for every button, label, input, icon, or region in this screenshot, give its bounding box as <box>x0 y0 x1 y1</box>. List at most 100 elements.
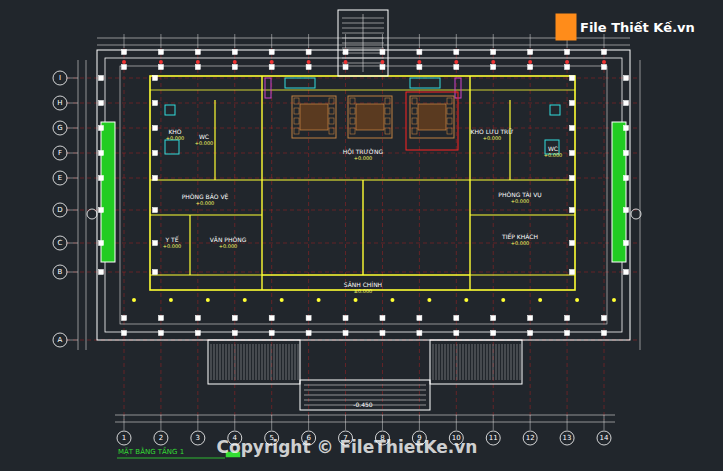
plan-line <box>640 60 641 350</box>
plan-rect <box>153 126 158 131</box>
column-dot <box>317 298 321 302</box>
plan-line <box>244 344 245 380</box>
plan-line <box>67 128 78 129</box>
plan-line <box>470 179 575 180</box>
plan-line <box>67 243 78 244</box>
column-dot <box>344 60 348 64</box>
plan-rect <box>565 65 570 70</box>
section-marker <box>87 209 97 219</box>
plan-rect <box>306 316 311 321</box>
plan-line <box>280 344 281 380</box>
room-label: PHÒNG TÀI VỤ+0.000 <box>496 191 543 205</box>
plan-rect <box>269 50 274 55</box>
column-dot <box>159 60 163 64</box>
axis-label: F <box>58 149 62 157</box>
plan-line <box>567 415 568 430</box>
axis-bubble <box>53 71 67 85</box>
column-dot <box>464 298 468 302</box>
plan-line <box>250 344 251 380</box>
plan-rect <box>380 65 385 70</box>
plan-rect <box>430 340 522 384</box>
plan-line <box>454 344 455 380</box>
plan-line <box>247 344 248 380</box>
plan-line <box>289 344 290 380</box>
plan-line <box>457 344 458 380</box>
plan-rect <box>153 101 158 106</box>
plan-line <box>484 344 485 380</box>
column-dot <box>538 298 542 302</box>
plan-rect <box>99 76 104 81</box>
plan-line <box>265 344 266 380</box>
plan-line <box>234 415 235 430</box>
axis-bubble <box>523 431 537 445</box>
room-text: +0.000 <box>471 136 514 141</box>
plan-rect <box>99 176 104 181</box>
plan-line <box>217 344 218 380</box>
plan-line <box>197 415 198 430</box>
column-dot <box>270 60 274 64</box>
plan-rect <box>306 331 311 336</box>
plan-line <box>292 344 293 380</box>
plan-line <box>66 103 640 104</box>
plan-line <box>67 210 78 211</box>
plan-line <box>442 344 443 380</box>
plan-rect <box>329 128 334 134</box>
plan-line <box>433 344 434 380</box>
plan-line <box>469 76 470 290</box>
plan-rect <box>99 241 104 246</box>
plan-rect <box>343 316 348 321</box>
plan-line <box>124 48 125 420</box>
plan-rect <box>350 108 355 114</box>
plan-line <box>117 458 225 459</box>
plan-rect <box>122 316 127 321</box>
plan-line <box>223 344 224 380</box>
plan-line <box>253 344 254 380</box>
plan-rect <box>158 65 163 70</box>
plan-line <box>308 34 309 48</box>
plan-line <box>478 344 479 380</box>
plan-line <box>115 422 615 423</box>
column-dot <box>132 298 136 302</box>
room-text: +0.000 <box>182 201 229 206</box>
plan-rect <box>99 208 104 213</box>
plan-line <box>277 344 278 380</box>
axis-bubble <box>53 333 67 347</box>
plan-rect <box>454 316 459 321</box>
plan-line <box>499 344 500 380</box>
axis-label: D <box>57 206 62 214</box>
plan-rect <box>417 65 422 70</box>
plan-rect <box>570 176 575 181</box>
plan-rect <box>153 176 158 181</box>
plan-rect <box>556 14 576 40</box>
axis-label: 12 <box>526 434 535 442</box>
plan-line <box>493 415 494 430</box>
plan-rect <box>165 105 175 115</box>
room-label: HỘI TRƯỜNG+0.000 <box>341 148 386 162</box>
column-dot <box>280 298 284 302</box>
plan-rect <box>570 270 575 275</box>
room-text: ±0.000 <box>344 289 382 294</box>
plan-rect <box>602 316 607 321</box>
plan-line <box>345 48 346 420</box>
plan-rect <box>265 78 271 98</box>
plan-rect <box>602 331 607 336</box>
column-dot <box>612 298 616 302</box>
plan-rect <box>624 176 629 181</box>
plan-line <box>436 344 437 380</box>
plan-rect <box>624 101 629 106</box>
column-dot <box>380 60 384 64</box>
plan-line <box>271 34 272 48</box>
plan-line <box>604 415 605 430</box>
plan-line <box>439 344 440 380</box>
plan-line <box>274 344 275 380</box>
plan-rect <box>380 50 385 55</box>
plan-rect <box>343 65 348 70</box>
plan-line <box>487 344 488 380</box>
axis-bubble <box>53 265 67 279</box>
plan-line <box>567 48 568 420</box>
axis-label: G <box>57 124 62 132</box>
plan-rect <box>624 151 629 156</box>
plan-line <box>295 344 296 380</box>
plan-rect <box>232 50 237 55</box>
